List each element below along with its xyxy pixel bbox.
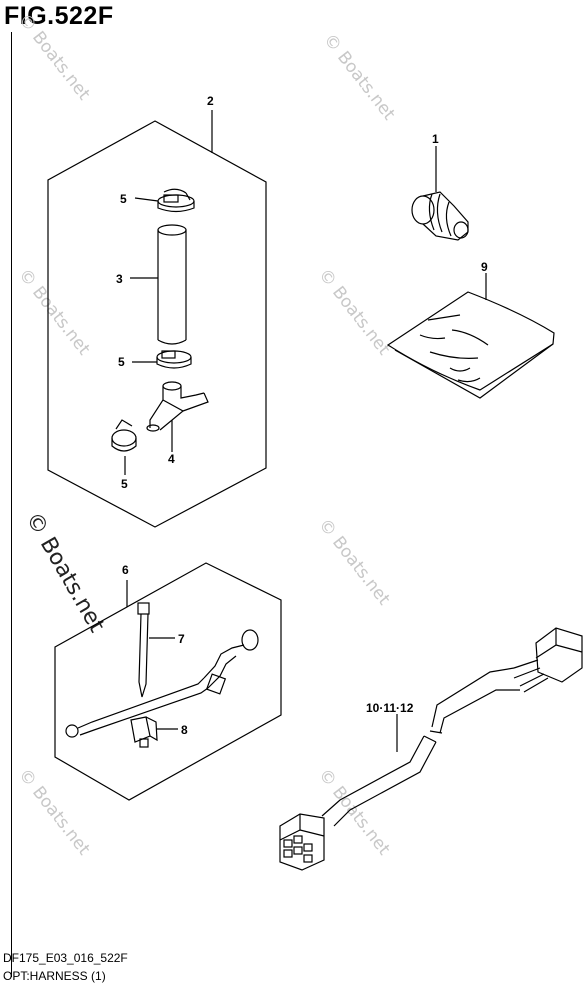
callout-kit-2: 2 <box>207 94 214 108</box>
bag <box>386 291 555 399</box>
section-name: OPT:HARNESS (1) <box>3 969 106 983</box>
fuse-holder <box>130 716 158 748</box>
callout-hose-clip-top: 5 <box>120 192 127 206</box>
hose-clip-bottom <box>111 419 137 452</box>
ground-wire <box>65 629 259 738</box>
callout-bag: 9 <box>481 260 488 274</box>
extension-harness <box>279 627 583 871</box>
callout-cable-tie: 7 <box>178 632 185 646</box>
hose-clip-mid <box>156 350 192 369</box>
hose <box>157 224 187 345</box>
hose-joint <box>146 381 209 432</box>
leader-line <box>134 197 159 202</box>
callout-kit-6: 6 <box>122 563 129 577</box>
callout-hose-joint: 4 <box>168 452 175 466</box>
figure-title: FIG.522F <box>4 2 114 30</box>
callout-hose-clip-bottom: 5 <box>121 477 128 491</box>
callout-hose: 3 <box>116 272 123 286</box>
hose-clip-top <box>157 188 195 213</box>
callout-plug: 1 <box>432 132 439 146</box>
callout-fuse-holder: 8 <box>181 723 188 737</box>
cable-tie <box>137 602 150 698</box>
kit-6-frame <box>54 562 282 801</box>
kit-2-frame <box>47 120 267 528</box>
frame-border-line <box>11 32 12 977</box>
callout-hose-clip-mid: 5 <box>118 355 125 369</box>
diagram-code: DF175_E03_016_522F <box>3 951 128 965</box>
plug <box>411 191 469 241</box>
callout-harness: 10·11·12 <box>366 701 414 715</box>
